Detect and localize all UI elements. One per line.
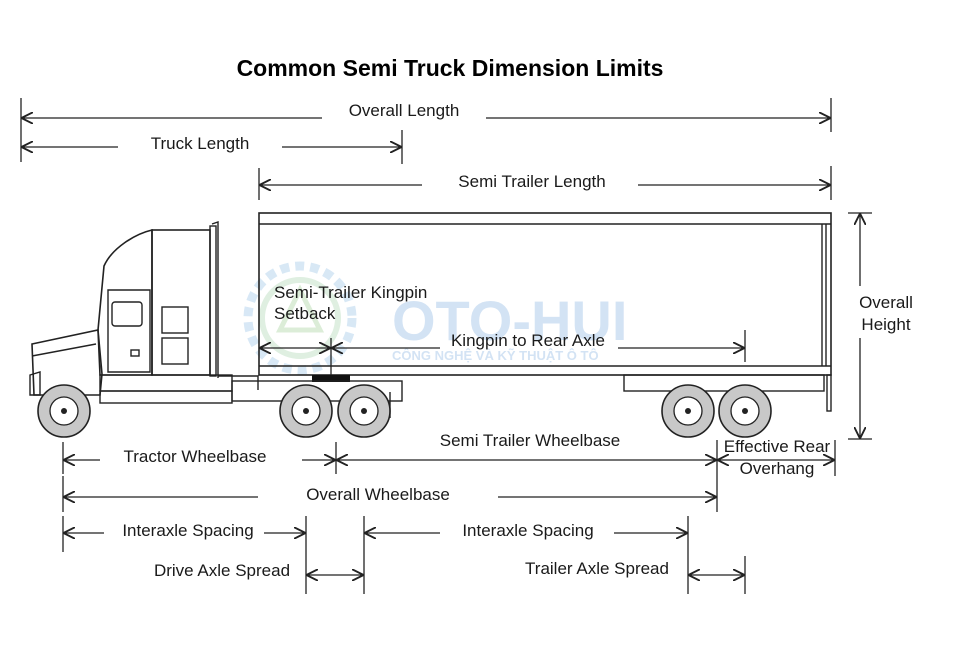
trailer-wheel-2 — [718, 384, 772, 438]
dim-overall-height: Overall Height — [848, 212, 922, 440]
dim-kingpin-setback: Semi-Trailer Kingpin Setback — [260, 283, 427, 375]
dim-overall-length: Overall Length — [20, 98, 832, 132]
label-semi-trailer-length: Semi Trailer Length — [458, 172, 605, 191]
watermark-gear-logo — [243, 261, 357, 375]
drive-wheel-2 — [337, 384, 391, 438]
label-drive-axle-spread: Drive Axle Spread — [154, 561, 290, 580]
dim-effective-rear-overhang: Effective Rear Overhang — [718, 437, 836, 478]
dim-tractor-wheelbase: Tractor Wheelbase — [62, 442, 337, 474]
dim-interaxle-spacing-left: Interaxle Spacing — [62, 516, 307, 594]
watermark: OTO-HUI CÔNG NGHỆ VÀ KỸ THUẬT Ô TÔ — [243, 261, 627, 375]
wheels — [37, 384, 772, 438]
label-semi-trailer-wheelbase: Semi Trailer Wheelbase — [440, 431, 620, 450]
label-kingpin-setback-line1: Semi-Trailer Kingpin — [274, 283, 427, 302]
label-overall-height-line1: Overall — [859, 293, 913, 312]
dim-truck-length: Truck Length — [20, 130, 403, 164]
dim-trailer-axle-spread: Trailer Axle Spread — [525, 556, 746, 594]
label-overall-wheelbase: Overall Wheelbase — [306, 485, 450, 504]
page-title: Common Semi Truck Dimension Limits — [237, 55, 664, 81]
watermark-tagline: CÔNG NGHỆ VÀ KỸ THUẬT Ô TÔ — [392, 348, 599, 363]
label-trailer-axle-spread: Trailer Axle Spread — [525, 559, 669, 578]
label-kingpin-to-rear-axle: Kingpin to Rear Axle — [451, 331, 605, 350]
drive-wheel-1 — [279, 384, 333, 438]
trailer-box — [258, 212, 832, 412]
tractor-cab — [29, 221, 259, 396]
steer-wheel — [37, 384, 91, 438]
label-effective-rear-overhang-line2: Overhang — [740, 459, 815, 478]
label-kingpin-setback-line2: Setback — [274, 304, 336, 323]
dim-semi-trailer-wheelbase: Semi Trailer Wheelbase — [337, 431, 718, 512]
dim-kingpin-to-rear-axle: Kingpin to Rear Axle — [332, 330, 746, 362]
label-truck-length: Truck Length — [151, 134, 250, 153]
trailer-chassis — [312, 374, 825, 392]
watermark-brand: OTO-HUI — [392, 289, 627, 352]
label-tractor-wheelbase: Tractor Wheelbase — [124, 447, 267, 466]
trailer-wheel-1 — [661, 384, 715, 438]
label-interaxle-spacing-right: Interaxle Spacing — [462, 521, 593, 540]
dim-drive-axle-spread: Drive Axle Spread — [154, 561, 363, 580]
label-interaxle-spacing-left: Interaxle Spacing — [122, 521, 253, 540]
dim-interaxle-spacing-right: Interaxle Spacing — [363, 516, 689, 594]
semi-truck-illustration — [29, 212, 832, 438]
dim-overall-wheelbase: Overall Wheelbase — [62, 476, 716, 512]
label-overall-length: Overall Length — [349, 101, 460, 120]
label-overall-height-line2: Height — [861, 315, 910, 334]
dim-semi-trailer-length: Semi Trailer Length — [258, 166, 832, 200]
label-effective-rear-overhang-line1: Effective Rear — [724, 437, 831, 456]
